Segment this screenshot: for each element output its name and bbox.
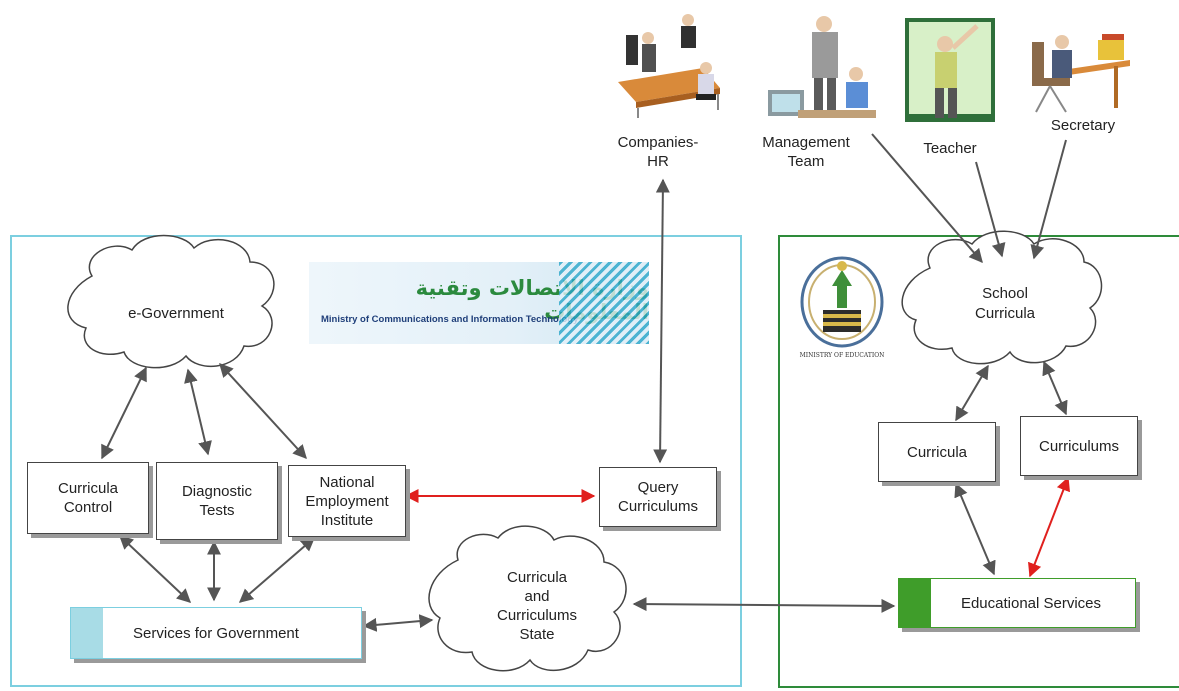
moc-logo-english: Ministry of Communications and Informati…	[321, 314, 579, 325]
arrow-school-curricula	[955, 364, 989, 422]
curriculums-box: Curriculums	[1020, 416, 1138, 476]
arrow-curriculums-educational-red	[1028, 476, 1070, 578]
moc-logo: وزارة الاتصالات وتقنية المعلومات Ministr…	[309, 262, 649, 344]
teacher-clipart	[905, 18, 995, 122]
curricula-control-box: Curricula Control	[27, 462, 149, 534]
arrow-teacher-school	[975, 161, 1006, 258]
curricula-box: Curricula	[878, 422, 996, 482]
arrow-hr-query	[653, 178, 670, 464]
arrow-management-school	[871, 133, 983, 264]
actor-secretary-label: Secretary	[1050, 117, 1116, 134]
moe-logo	[800, 256, 884, 348]
cloud-school-curricula-label: School Curricula	[974, 285, 1035, 322]
arrow-egov-curricula-control	[101, 366, 147, 460]
arrow-national-services	[238, 537, 316, 603]
actor-management-team-label: Management Team	[762, 134, 850, 170]
moc-logo-pattern	[559, 262, 649, 344]
educational-services-label: Educational Services	[960, 594, 1102, 612]
diagnostic-tests-box: Diagnostic Tests	[156, 462, 278, 540]
services-accent-bar	[71, 608, 103, 658]
national-employment-box: National Employment Institute	[288, 465, 406, 537]
arrow-egov-diagnostic	[184, 368, 212, 456]
arrow-egov-national	[219, 362, 307, 460]
query-curriculums-box: Query Curriculums	[599, 467, 717, 527]
arrow-services-state	[362, 614, 434, 632]
arrow-curricula-educational	[954, 482, 996, 576]
actor-teacher-label: Teacher	[923, 140, 977, 157]
educational-accent-bar	[899, 579, 931, 627]
educational-services-box: Educational Services	[898, 578, 1136, 628]
secretary-clipart	[1032, 34, 1130, 113]
cloud-curricula-state-label: Curricula and Curriculums State	[496, 569, 577, 643]
services-for-government-box: Services for Government	[70, 607, 362, 659]
cloud-school-curricula	[901, 230, 1103, 365]
arrow-state-educational	[632, 597, 896, 613]
moe-logo-caption: MINISTRY OF EDUCATION	[799, 352, 885, 359]
actor-companies-hr-label: Companies- HR	[617, 134, 699, 170]
cloud-e-government-label: e-Government	[128, 305, 224, 322]
cloud-e-government	[67, 234, 275, 369]
meeting-clipart	[618, 14, 720, 118]
management-clipart	[768, 16, 876, 118]
services-for-government-label: Services for Government	[133, 624, 299, 642]
government-panel	[10, 235, 742, 687]
arrow-control-services	[118, 535, 192, 603]
arrow-secretary-school	[1030, 139, 1067, 260]
education-panel	[778, 235, 1179, 688]
cloud-curricula-state	[428, 525, 627, 672]
arrow-school-curriculums	[1042, 360, 1068, 416]
